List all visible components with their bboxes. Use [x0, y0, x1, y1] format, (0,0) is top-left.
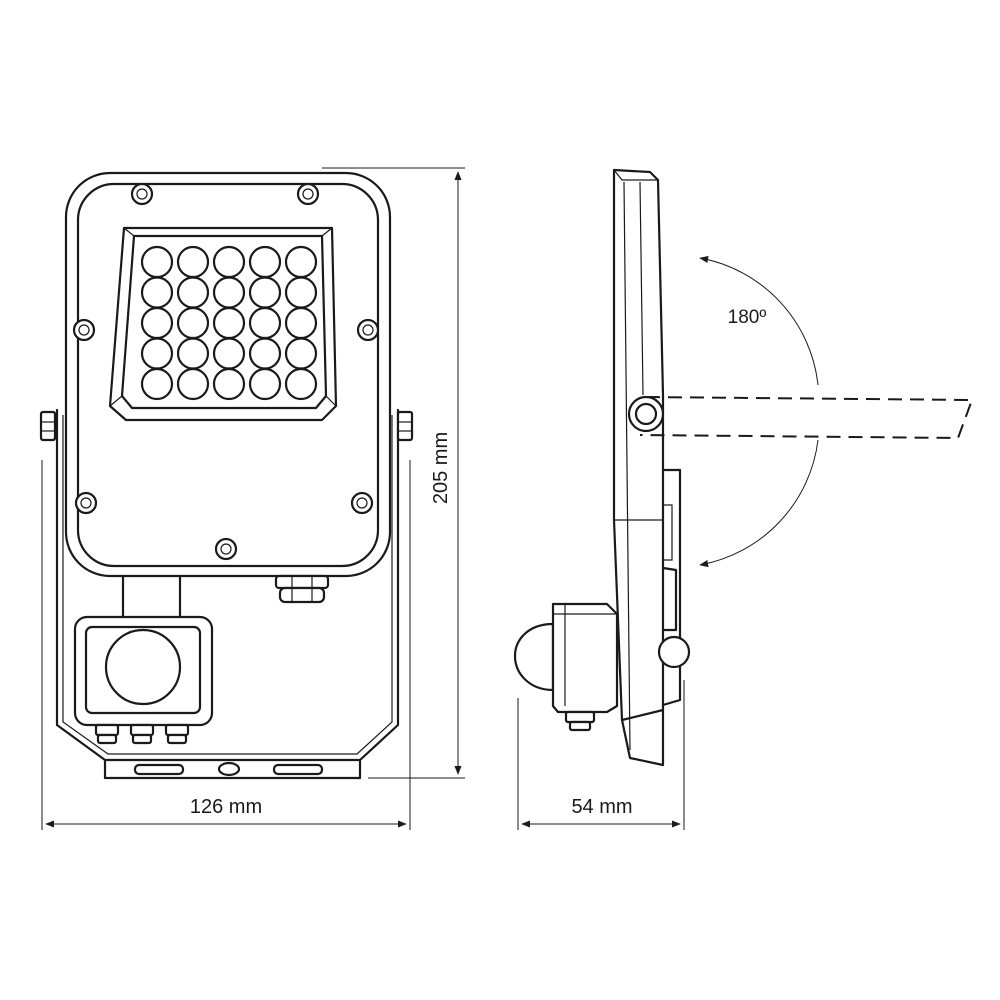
screw-top-left	[130, 182, 154, 206]
screw-low-right	[350, 491, 374, 515]
motion-sensor	[73, 615, 214, 745]
screw-low-left	[74, 491, 98, 515]
rotation-arc	[699, 255, 819, 386]
screw-top-right	[296, 182, 320, 206]
screw-mid-right	[356, 318, 380, 342]
led	[248, 306, 282, 340]
led	[248, 276, 282, 309]
angle-label: 180º	[728, 307, 767, 328]
led	[212, 276, 246, 309]
pivot-bolt-left	[39, 410, 57, 442]
screw-mid-left	[72, 318, 96, 342]
side-pivot	[627, 395, 665, 433]
led	[248, 245, 282, 279]
cable-gland	[274, 574, 330, 604]
dimension-lines	[41, 167, 685, 830]
led	[284, 306, 318, 340]
led	[212, 367, 246, 401]
screw-bottom	[214, 537, 238, 561]
led	[212, 337, 246, 370]
led	[176, 337, 210, 370]
mounting-bracket	[55, 408, 400, 762]
base-slot-right	[272, 763, 324, 776]
base-plate	[103, 758, 362, 780]
height-label: 205 mm	[430, 432, 452, 504]
depth-label: 54 mm	[571, 796, 632, 818]
led	[140, 245, 174, 279]
base-hole	[217, 761, 241, 777]
led	[140, 276, 174, 309]
led	[140, 337, 174, 370]
side-housing	[612, 168, 665, 767]
led	[284, 367, 318, 401]
side-sensor-dome	[513, 622, 555, 692]
led	[284, 245, 318, 279]
led	[176, 245, 210, 279]
side-sensor	[513, 602, 619, 732]
led	[248, 337, 282, 370]
width-label: 126 mm	[190, 796, 262, 818]
led	[284, 337, 318, 370]
led	[176, 306, 210, 340]
sensor-lens	[104, 628, 182, 706]
rotation-outline	[639, 396, 974, 440]
sensor-connectors	[94, 723, 190, 745]
lamp-housing-inner	[76, 182, 380, 568]
led	[176, 276, 210, 309]
led	[212, 306, 246, 340]
side-bracket	[661, 468, 682, 707]
led	[140, 306, 174, 340]
led	[212, 245, 246, 279]
base-slot-left	[133, 763, 185, 776]
led	[284, 276, 318, 309]
front-view	[39, 171, 414, 780]
pivot-bolt-right	[396, 410, 414, 442]
side-knob	[657, 635, 691, 669]
led	[140, 367, 174, 401]
led	[248, 367, 282, 401]
led	[176, 367, 210, 401]
side-view	[513, 168, 974, 767]
led-array	[140, 245, 318, 401]
